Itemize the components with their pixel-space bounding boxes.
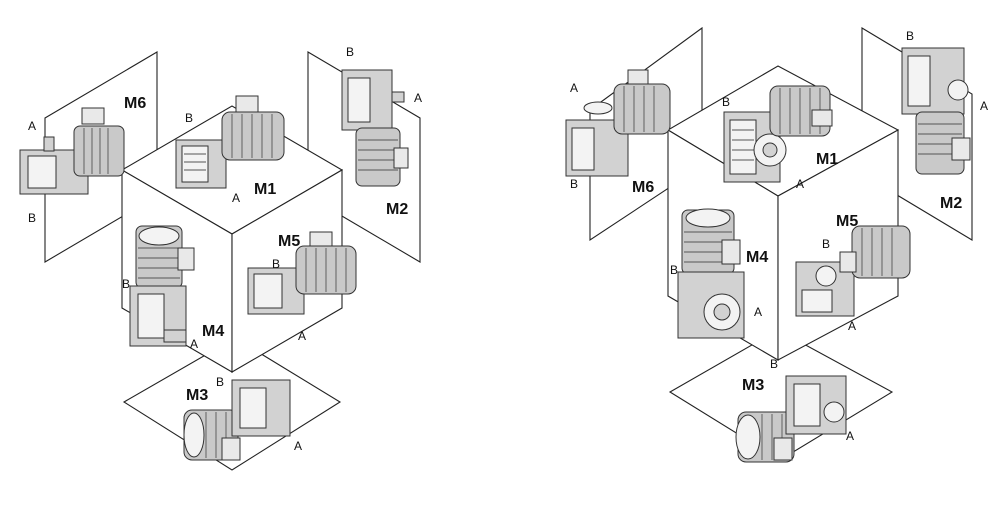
gearmotor-m1-right xyxy=(723,85,833,183)
label-m6-b: B xyxy=(28,211,36,225)
label-m4-b-right: B xyxy=(670,263,678,277)
label-m6-a: A xyxy=(28,119,36,133)
label-m3-a-right: A xyxy=(846,429,854,443)
gearmotor-m4 xyxy=(129,225,195,347)
gearmotor-m6-right xyxy=(565,69,671,177)
label-m3-b-right: B xyxy=(770,357,778,371)
label-m1-a-right: A xyxy=(796,177,804,191)
gearmotor-m2-right xyxy=(901,47,971,175)
gearmotor-m4-right xyxy=(677,208,745,339)
gearmotor-m5-right xyxy=(795,225,911,317)
label-m2-right: M2 xyxy=(940,195,962,212)
label-m4-a-right: A xyxy=(754,305,762,319)
label-m4-a: A xyxy=(190,337,198,351)
label-m4: M4 xyxy=(202,323,224,340)
label-m5: M5 xyxy=(278,233,300,250)
label-m6-b-right: B xyxy=(570,177,578,191)
label-m4-right: M4 xyxy=(746,249,768,266)
label-m6: M6 xyxy=(124,95,146,112)
label-m2: M2 xyxy=(386,201,408,218)
label-m5-a-right: A xyxy=(848,319,856,333)
right-diagram: M1 A B M2 A B M3 A B M4 A B M5 A B M6 A … xyxy=(565,26,988,463)
label-m5-b-right: B xyxy=(822,237,830,251)
label-m1-right: M1 xyxy=(816,151,838,168)
label-m6-right: M6 xyxy=(632,179,654,196)
label-m3-a: A xyxy=(294,439,302,453)
gearmotor-m1 xyxy=(175,95,285,189)
gearmotor-m5 xyxy=(247,231,357,315)
label-m1-b-right: B xyxy=(722,95,730,109)
label-m2-a: A xyxy=(414,91,422,105)
label-m1-a: A xyxy=(232,191,240,205)
label-m2-a-right: A xyxy=(980,99,988,113)
label-m1-b: B xyxy=(185,111,193,125)
label-m3: M3 xyxy=(186,387,208,404)
label-m4-b: B xyxy=(122,277,130,291)
gearmotor-m6 xyxy=(19,107,125,195)
label-m2-b-right: B xyxy=(906,29,914,43)
label-m5-a: A xyxy=(298,329,306,343)
gearmotor-m3 xyxy=(183,379,291,461)
label-m2-b: B xyxy=(346,45,354,59)
label-m1: M1 xyxy=(254,181,276,198)
gearmotor-m2 xyxy=(341,69,409,187)
label-m5-right: M5 xyxy=(836,213,858,230)
label-m3-b: B xyxy=(216,375,224,389)
label-m3-right: M3 xyxy=(742,377,764,394)
label-m6-a-right: A xyxy=(570,81,578,95)
label-m5-b: B xyxy=(272,257,280,271)
left-diagram: M1 A B M2 A B M3 A B M4 A B M5 A B M6 A … xyxy=(19,45,422,471)
gearmotor-m3-right xyxy=(735,375,847,463)
